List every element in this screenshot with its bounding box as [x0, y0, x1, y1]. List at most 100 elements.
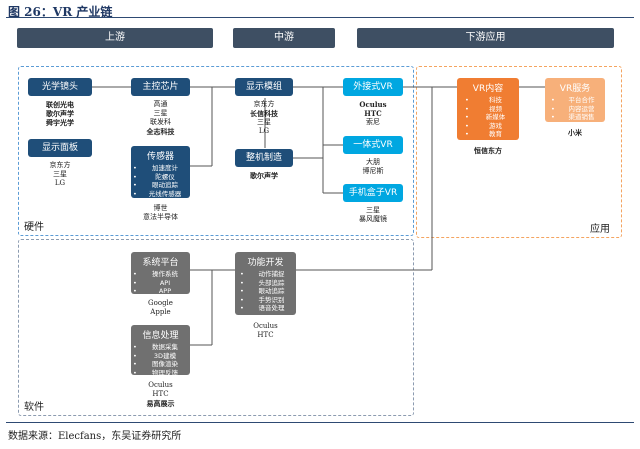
vr-content-companies: 恒信东方	[457, 146, 519, 155]
company: 歌尔声学	[46, 109, 74, 118]
list-item: 光线传感器	[131, 190, 190, 199]
company: LG	[258, 127, 270, 135]
list-item: 视频	[463, 105, 519, 114]
company: 大朋	[366, 158, 380, 166]
hardware-region	[18, 66, 414, 236]
function-dev-box: 功能开发 动作捕捉 头部追踪 眼动追踪 手势识别 语音处理	[235, 252, 296, 315]
system-platform-label: 系统平台	[142, 258, 179, 268]
list-item: 语音处理	[238, 304, 296, 313]
source-rule	[6, 422, 634, 423]
function-dev-label: 功能开发	[247, 258, 284, 268]
external-vr-box: 外接式VR	[343, 78, 403, 96]
list-item: 教育	[463, 130, 519, 139]
phase-upstream: 上游	[17, 28, 213, 48]
vr-service-list: 平台合作 内容运营 渠道销售	[545, 96, 605, 122]
company: HTC	[364, 109, 382, 118]
company: 博尼斯	[362, 167, 384, 175]
company: Google	[148, 299, 173, 307]
optical-lens-companies: 联创光电 歌尔声学 舜宇光学	[28, 100, 92, 127]
company: 三星	[53, 170, 67, 178]
company: 博世	[153, 204, 168, 212]
system-platform-companies: Google Apple	[131, 299, 190, 317]
list-item: API	[131, 279, 190, 288]
info-processing-box: 信息处理 数据采集 3D建模 图像渲染 物理反馈	[131, 325, 190, 377]
assembly-companies: 歌尔声学	[235, 171, 293, 180]
list-item: 加速度计	[131, 164, 190, 173]
company: 全志科技	[146, 127, 175, 136]
list-item: 陀螺仪	[131, 173, 190, 182]
list-item: 游戏	[463, 122, 519, 131]
company: 三星	[366, 206, 380, 214]
external-vr-companies: Oculus HTC 索尼	[343, 100, 403, 127]
list-item: 平台合作	[549, 96, 605, 105]
info-processing-label: 信息处理	[142, 331, 179, 341]
vr-service-label: VR服务	[559, 84, 591, 94]
info-processing-list: 数据采集 3D建模 图像渲染 物理反馈	[131, 343, 190, 377]
main-chip-box: 主控芯片	[131, 78, 190, 96]
sensor-box: 传感器 加速度计 陀螺仪 眼动追踪 光线传感器	[131, 146, 190, 198]
company: 高通	[153, 100, 168, 108]
sensor-label: 传感器	[146, 152, 174, 162]
sensor-companies: 博世 意法半导体	[126, 204, 195, 222]
company: 歌尔声学	[250, 171, 278, 180]
sensor-list: 加速度计 陀螺仪 眼动追踪 光线传感器	[131, 164, 190, 198]
assembly-box: 整机制造	[235, 149, 293, 167]
list-item: 物理反馈	[131, 369, 190, 378]
company: Oculus	[148, 381, 173, 389]
all-in-one-vr-box: 一体式VR	[343, 136, 403, 154]
display-module-box: 显示模组	[235, 78, 293, 96]
info-processing-companies: Oculus HTC 易高展示	[131, 381, 190, 408]
application-region	[416, 66, 622, 238]
company: 暴风魔镜	[359, 215, 387, 223]
company: 三星	[153, 109, 168, 117]
vr-content-list: 科技 视频 新媒体 游戏 教育	[457, 96, 519, 139]
list-item: 科技	[463, 96, 519, 105]
list-item: APP	[131, 287, 190, 296]
software-region	[18, 239, 414, 416]
figure-title: 图 26：VR 产业链	[8, 5, 113, 19]
list-item: 眼动追踪	[131, 181, 190, 190]
company: Oculus	[253, 322, 278, 330]
hardware-label: 硬件	[24, 222, 44, 233]
vr-service-companies: 小米	[545, 128, 605, 137]
list-item: 操作系统	[131, 270, 190, 279]
software-label: 软件	[24, 402, 44, 413]
display-panel-box: 显示面板	[28, 139, 92, 157]
display-module-companies: 京东方 长信科技 三星 LG	[235, 100, 293, 136]
company: Apple	[150, 308, 171, 316]
function-dev-list: 动作捕捉 头部追踪 眼动追踪 手势识别 语音处理	[235, 270, 296, 313]
source-note: 数据来源：Elecfans，东吴证券研究所	[8, 431, 182, 442]
vr-content-box: VR内容 科技 视频 新媒体 游戏 教育	[457, 78, 519, 140]
company: 舜宇光学	[46, 118, 74, 127]
list-item: 手势识别	[238, 296, 296, 305]
company: 京东方	[253, 100, 275, 108]
list-item: 数据采集	[131, 343, 190, 352]
application-label: 应用	[590, 224, 610, 235]
all-in-one-vr-companies: 大朋 博尼斯	[343, 158, 403, 176]
company: HTC	[152, 390, 169, 398]
list-item: 图像渲染	[131, 360, 190, 369]
vr-service-box: VR服务 平台合作 内容运营 渠道销售	[545, 78, 605, 122]
company: 联发科	[150, 118, 171, 126]
company: 易高展示	[146, 399, 175, 408]
system-platform-list: 操作系统 API APP	[131, 270, 190, 296]
list-item: 内容运营	[549, 105, 605, 114]
list-item: 渠道销售	[549, 113, 605, 122]
company: 京东方	[49, 161, 71, 169]
list-item: 新媒体	[463, 113, 519, 122]
list-item: 3D建模	[131, 352, 190, 361]
mobile-box-vr-box: 手机盒子VR	[343, 184, 403, 202]
company: 长信科技	[250, 109, 278, 118]
company: 联创光电	[46, 100, 74, 109]
display-panel-companies: 京东方 三星 LG	[28, 161, 92, 188]
company: 索尼	[366, 118, 380, 126]
company: Oculus	[359, 100, 387, 109]
list-item: 眼动追踪	[238, 287, 296, 296]
list-item: 头部追踪	[238, 279, 296, 288]
company: 意法半导体	[143, 213, 178, 221]
optical-lens-box: 光学镜头	[28, 78, 92, 96]
main-chip-companies: 高通 三星 联发科 全志科技	[131, 100, 190, 136]
system-platform-box: 系统平台 操作系统 API APP	[131, 252, 190, 296]
list-item: 动作捕捉	[238, 270, 296, 279]
